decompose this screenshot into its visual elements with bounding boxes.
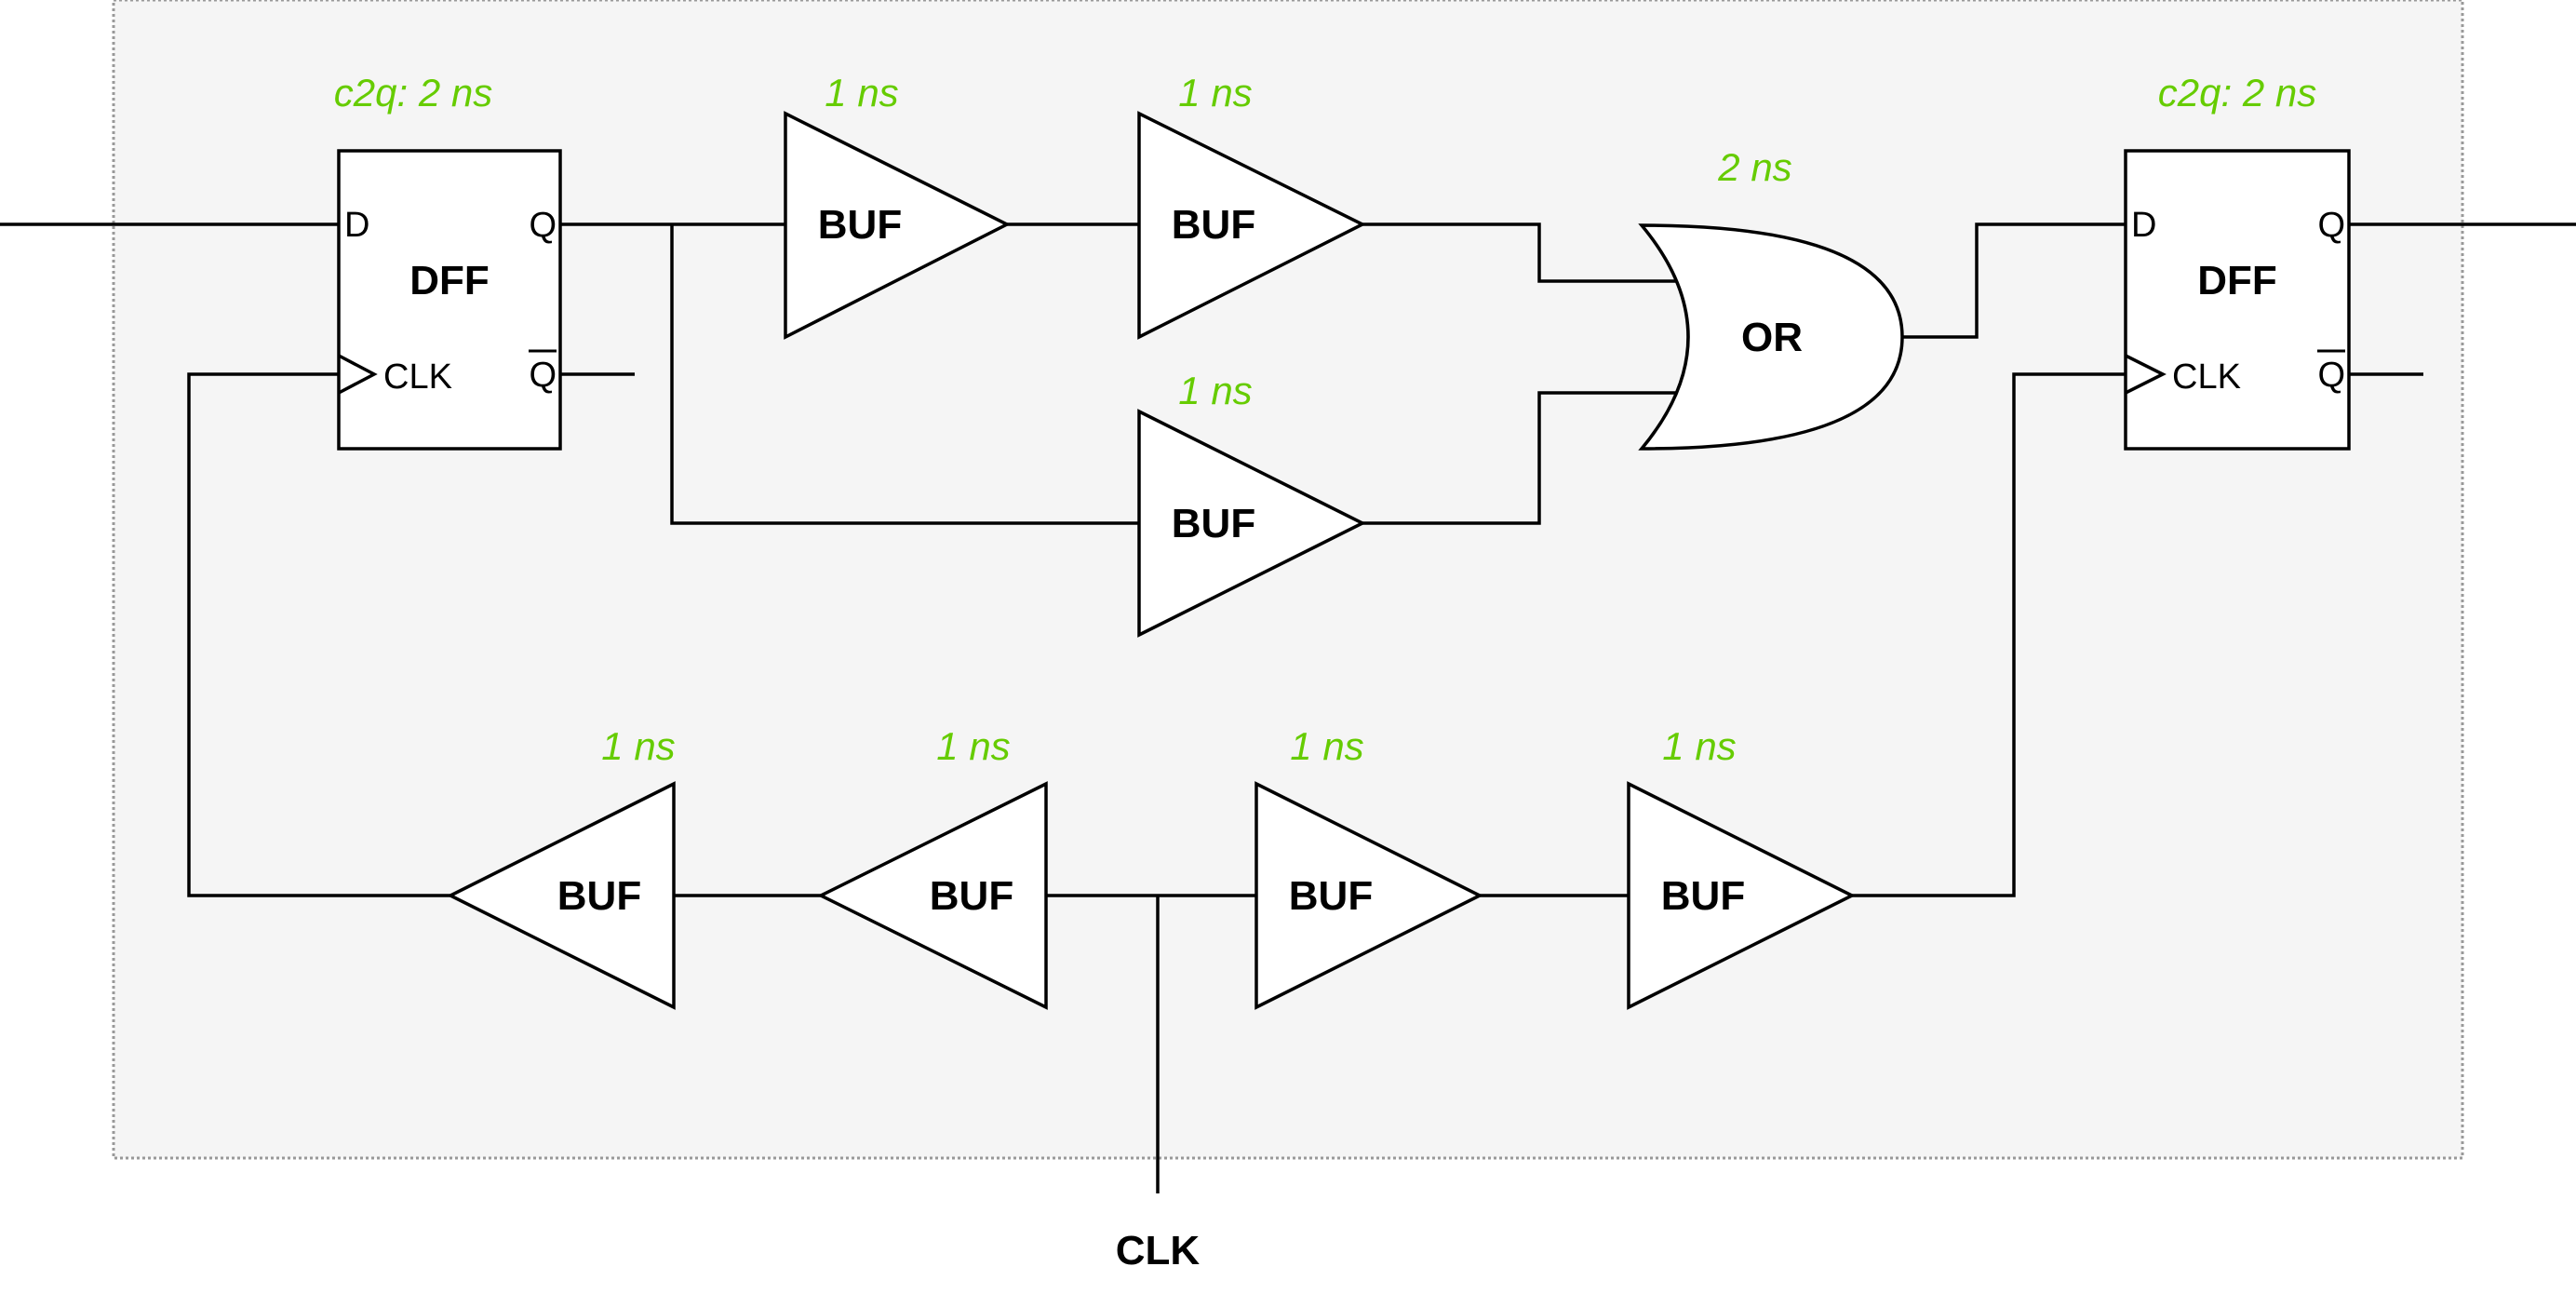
dff-right-pin-d: D [2131,206,2156,245]
clock-buf-left-1: BUF 1 ns [447,724,676,1010]
clock-buf-left-2-label: BUF [930,873,1013,919]
dff-left-pin-qbar: Q [529,356,557,395]
clock-buf-right-1-delay: 1 ns [1290,724,1363,768]
or-gate: OR 2 ns [1638,145,1904,451]
buf2-to-or-wire [1362,222,1685,286]
dff-left-clock-triangle [338,354,378,395]
dff-right-pin-q: Q [2317,206,2345,245]
dff-right-delay: c2q: 2 ns [2158,71,2316,115]
clock-buf-right-1: BUF 1 ns [1254,724,1483,1010]
data-buf-3: BUF 1 ns [1137,369,1366,638]
dff-left-pin-clk: CLK [383,357,452,397]
data-buf-1-shape [784,111,1011,340]
clock-buf-left-2: BUF 1 ns [817,724,1048,1010]
data-buf-1-label: BUF [818,202,902,248]
or-to-dff-right-wire [1902,222,2126,339]
dff-right-pin-qbar: Q [2317,356,2345,395]
dff-left: DFF D Q Q CLK c2q: 2 ns [334,71,562,451]
clk-left-to-dff-wire [187,372,450,897]
dff-left-pin-d: D [344,206,369,245]
data-buf-2-delay: 1 ns [1178,71,1252,115]
data-buf-2-shape [1137,111,1366,340]
clock-buf-right-2-shape [1627,781,1856,1010]
clock-buf-left-1-delay: 1 ns [601,724,675,768]
clock-buf-left-1-label: BUF [557,873,641,919]
or-gate-delay: 2 ns [1717,145,1791,189]
dff-left-delay: c2q: 2 ns [334,71,492,115]
clock-buf-right-2-label: BUF [1661,873,1745,919]
dff-right-title: DFF [2197,258,2277,303]
data-buf-3-shape [1137,409,1366,638]
clock-buf-left-1-shape [447,781,676,1010]
branch-wire [670,224,1139,525]
dff-right-pin-clk: CLK [2172,357,2241,397]
clock-buf-left-2-shape [817,781,1048,1010]
clock-buf-right-1-label: BUF [1289,873,1373,919]
clock-buf-right-1-shape [1254,781,1483,1010]
or-gate-label: OR [1741,315,1803,360]
clock-buf-right-2-delay: 1 ns [1662,724,1736,768]
clk-input-label: CLK [1116,1228,1201,1273]
data-buf-3-label: BUF [1172,501,1255,546]
dff-right-clock-triangle [2125,354,2167,395]
clock-buf-right-2: BUF 1 ns [1627,724,1856,1010]
dff-left-body [337,149,562,451]
clock-buf-left-2-delay: 1 ns [936,724,1010,768]
or-gate-shape [1638,223,1904,451]
data-buf-2: BUF 1 ns [1137,71,1366,340]
dff-right: DFF D Q Q CLK c2q: 2 ns [2124,71,2351,451]
clk-right-to-dff-wire [1852,372,2126,897]
data-buf-2-label: BUF [1172,202,1255,248]
data-buf-1-delay: 1 ns [825,71,898,115]
dff-left-pin-q: Q [529,206,557,245]
dff-left-title: DFF [409,258,490,303]
data-buf-3-delay: 1 ns [1178,369,1252,412]
buf3-to-or-wire [1362,388,1685,525]
data-buf-1: BUF 1 ns [784,71,1011,340]
dff-right-body [2124,149,2351,451]
wires [0,222,2576,1193]
